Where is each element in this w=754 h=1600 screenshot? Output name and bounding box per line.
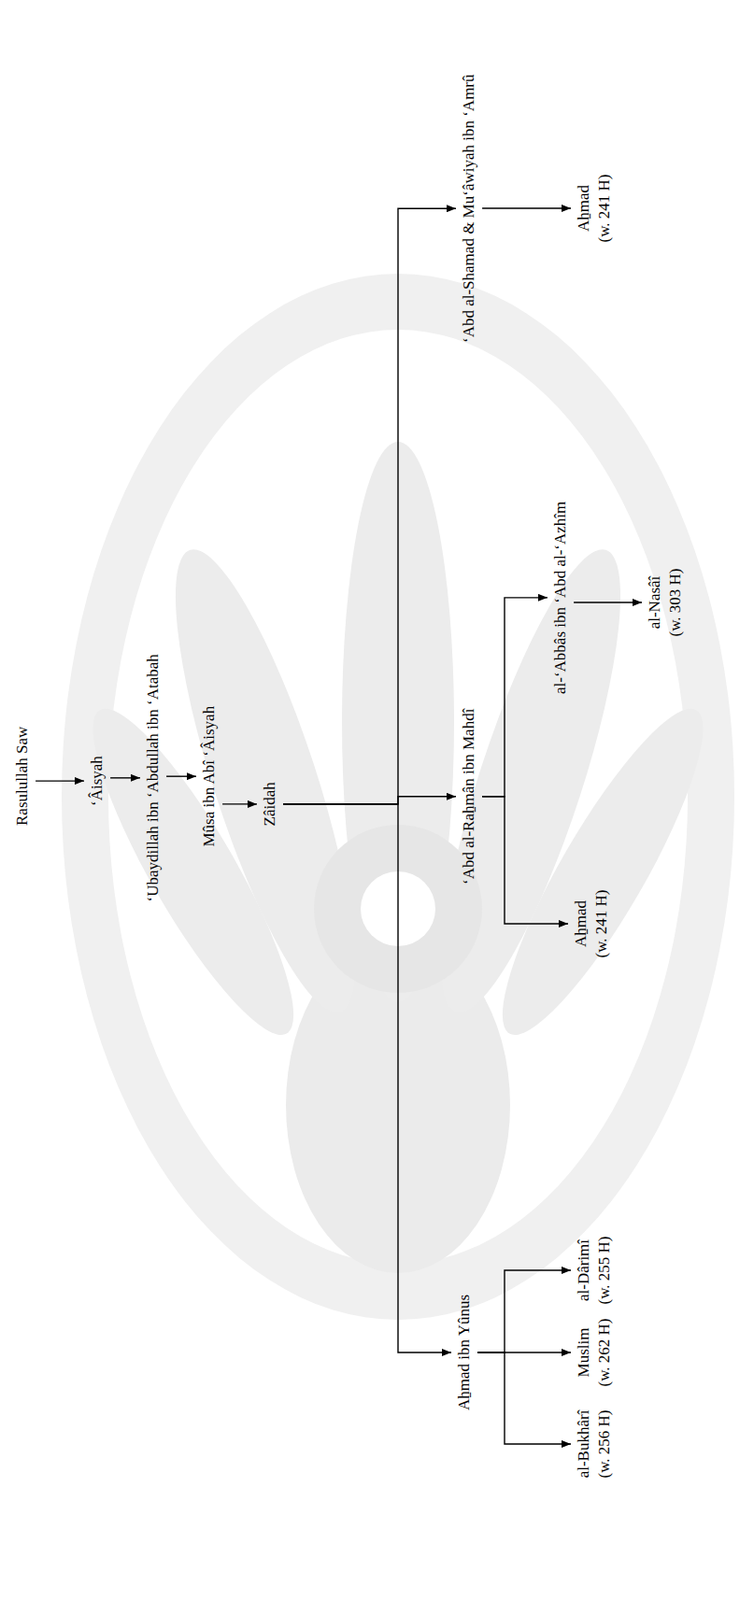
narrator-node: al-Dârimî(w. 255 H) — [572, 1233, 616, 1308]
narrator-text: Rasulullah Saw — [12, 726, 33, 826]
transmission-arrow — [477, 1270, 571, 1353]
transmission-arrow — [283, 804, 452, 1353]
narrator-text: Aẖmad — [570, 889, 592, 958]
narrator-text: ‘Âisyah — [86, 755, 108, 807]
narrator-text: (w. 256 H) — [594, 1409, 615, 1479]
narrator-text: al-‘Abbâs ibn ‘Abd al-‘Azhîm — [550, 501, 571, 695]
transmission-arrow — [573, 601, 642, 603]
narrator-text: (w. 241 H) — [591, 889, 612, 958]
narrator-text: (w. 262 H) — [594, 1318, 615, 1387]
narrator-node: Zâidah — [258, 779, 282, 829]
narrator-node: Aẖmad ibn Yûnus — [453, 1292, 476, 1414]
transmission-arrow — [35, 780, 85, 782]
narrator-node: ‘Abd al-Raẖmân ibn Mahdî — [457, 706, 481, 888]
narrator-text: Aẖmad ibn Yûnus — [454, 1294, 475, 1411]
narrator-text: ‘Abd al-Shamad & Mu‘âwiyah ibn ‘Amrû — [458, 73, 480, 343]
narrator-node: Mûsa ibn Abî ‘Âisyah — [198, 703, 221, 851]
transmission-arrow — [482, 207, 571, 209]
narrator-node: Aẖmad(w. 241 H) — [572, 170, 616, 245]
transmission-arrow — [222, 803, 257, 805]
narrator-text: al-Nasâî — [644, 568, 666, 637]
narrator-text: Mûsa ibn Abî ‘Âisyah — [199, 706, 220, 848]
narrator-node: Muslim(w. 262 H) — [572, 1315, 616, 1390]
narrator-node: al-Nasâî(w. 303 H) — [643, 565, 687, 640]
narrator-text: (w. 255 H) — [594, 1236, 615, 1305]
narrator-node: Aẖmad(w. 241 H) — [569, 886, 613, 961]
narrator-text: al-Dârimî — [573, 1236, 595, 1305]
transmission-arrow — [110, 777, 141, 779]
narrator-text: (w. 303 H) — [665, 568, 686, 637]
narrator-text: Aẖmad — [573, 173, 595, 242]
narrator-node: ‘Âisyah — [85, 753, 109, 810]
transmission-arrow — [477, 1352, 571, 1445]
transmission-arrow — [166, 775, 197, 777]
narrator-node: ‘Ubaydillah ibn ‘Abdullah ibn ‘Atabah — [142, 651, 165, 905]
narrator-node: al-Bukhârî(w. 256 H) — [572, 1407, 616, 1481]
narrator-text: (w. 241 H) — [594, 173, 615, 242]
transmission-arrow — [482, 796, 569, 925]
narrator-node: al-‘Abbâs ibn ‘Abd al-‘Azhîm — [549, 498, 572, 698]
narrator-text: ‘Ubaydillah ibn ‘Abdullah ibn ‘Atabah — [142, 654, 164, 902]
narrator-text: ‘Abd al-Raẖmân ibn Mahdî — [458, 709, 480, 885]
narrator-node: Rasulullah Saw — [11, 724, 34, 829]
narrator-node: ‘Abd al-Shamad & Mu‘âwiyah ibn ‘Amrû — [457, 71, 481, 346]
transmission-arrow — [482, 597, 548, 797]
narrator-text: Muslim — [573, 1318, 595, 1387]
transmission-arrow — [283, 796, 456, 805]
narrator-text: Zâidah — [259, 782, 281, 826]
narrator-text: al-Bukhârî — [573, 1409, 595, 1479]
transmission-arrow — [283, 208, 456, 805]
